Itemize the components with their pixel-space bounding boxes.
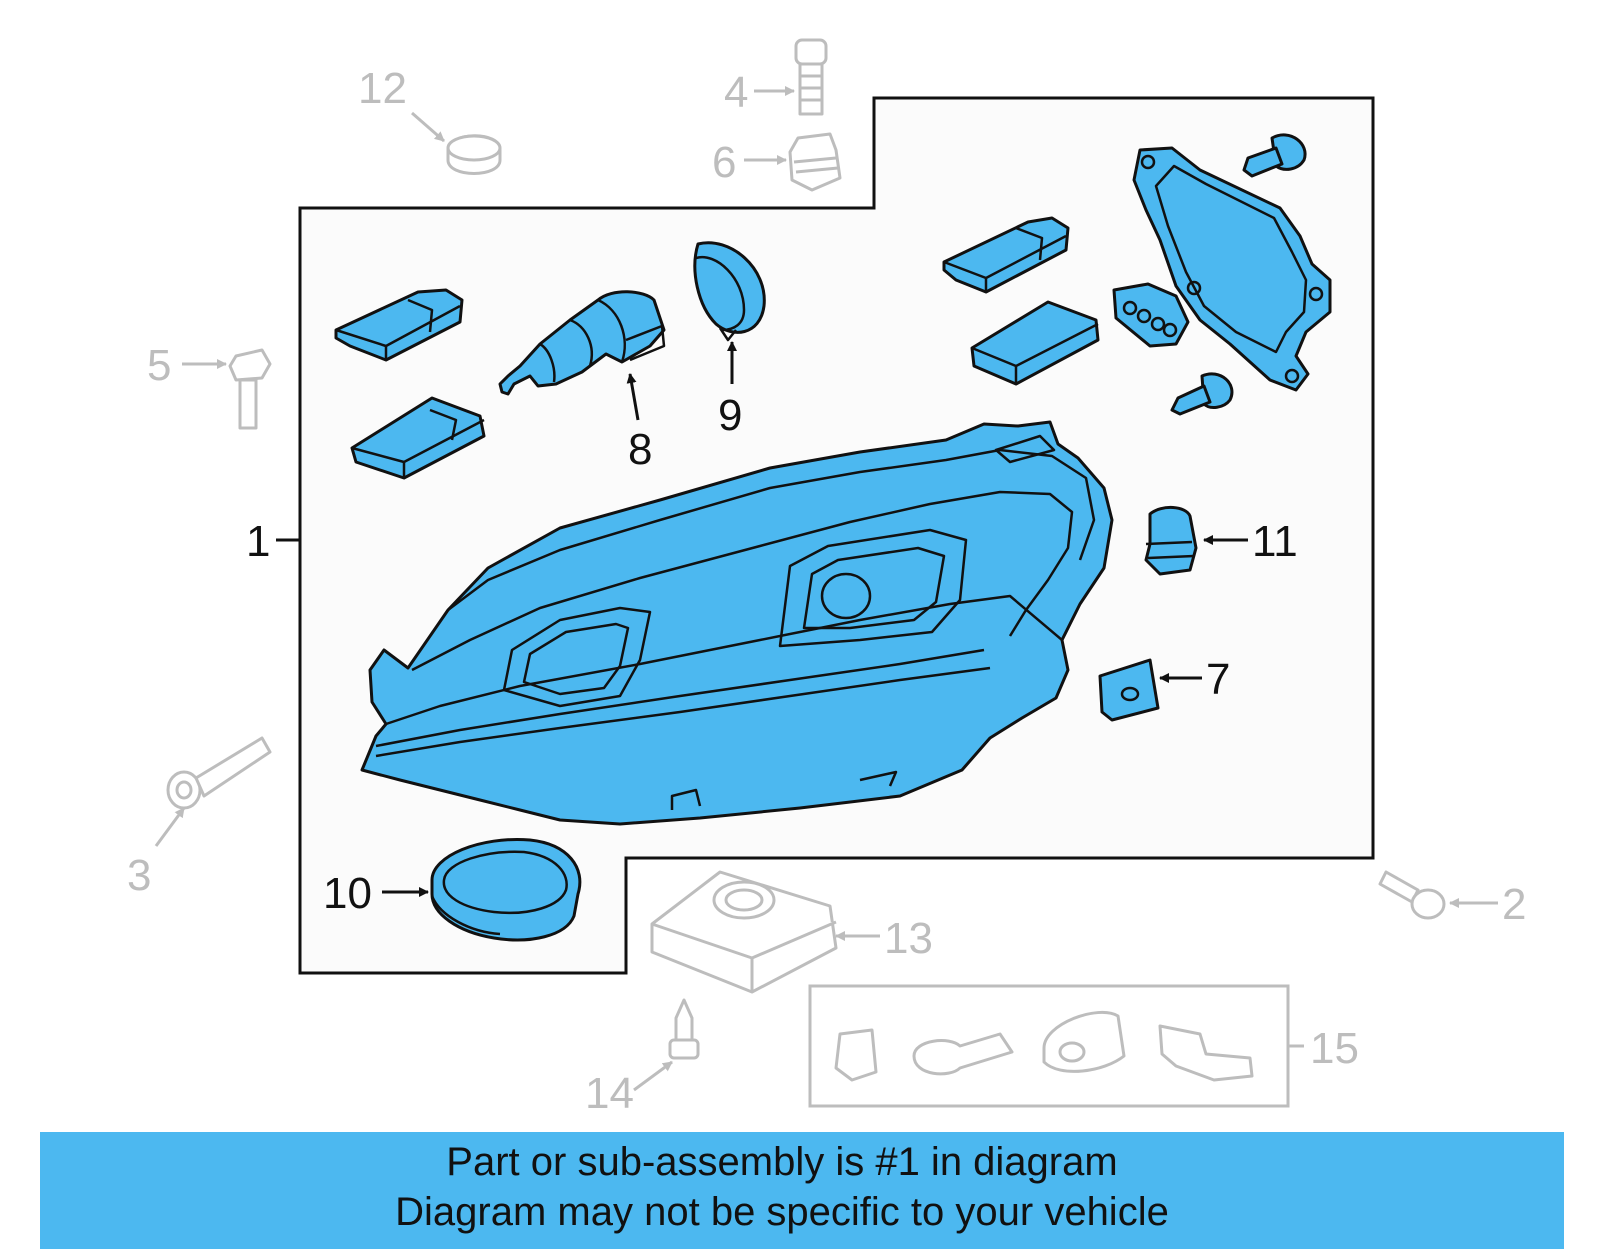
connector-module-icon [668, 998, 700, 1060]
retainer-clip-icon [970, 300, 1100, 386]
info-banner: Part or sub-assembly is #1 in diagram Di… [40, 1132, 1564, 1249]
callout-12: 12 [358, 64, 407, 113]
dust-cap-ring-icon [430, 837, 582, 942]
bulb-socket-icon [498, 290, 666, 396]
callout-13: 13 [884, 914, 933, 963]
screw-icon [1170, 372, 1234, 416]
callout-6: 6 [712, 138, 736, 187]
plug-icon [446, 134, 502, 175]
connector-module-icon [1112, 282, 1190, 348]
banner-line-1: Part or sub-assembly is #1 in diagram [446, 1140, 1118, 1184]
leader-14 [633, 1060, 673, 1092]
callout-10: 10 [323, 869, 372, 918]
callout-15: 15 [1310, 1024, 1359, 1073]
retainer-clip-icon [334, 288, 464, 362]
rear-cover-icon [1132, 146, 1332, 392]
callout-7: 7 [1206, 655, 1230, 704]
banner-line-2: Diagram may not be specific to your vehi… [395, 1190, 1169, 1234]
callout-8: 8 [628, 425, 652, 474]
bolt-icon [1378, 870, 1446, 920]
screw-icon [1242, 133, 1307, 178]
callout-3: 3 [127, 851, 151, 900]
leader-3 [154, 807, 186, 847]
adjuster-clip-icon [1098, 658, 1160, 722]
retainer-clip-icon [350, 396, 486, 480]
screw-icon [794, 38, 828, 116]
callout-4: 4 [724, 68, 748, 117]
lamp-cap-icon [693, 241, 766, 342]
clip-nut-icon [1144, 506, 1198, 576]
headlamp-assembly-icon [360, 420, 1114, 826]
leader-12 [411, 111, 445, 143]
leader-8 [626, 373, 640, 421]
ballast-module-icon [650, 870, 838, 994]
callout-1: 1 [246, 517, 270, 566]
callout-9: 9 [718, 391, 742, 440]
callout-11: 11 [1252, 517, 1298, 566]
adjuster-clip-icon [788, 132, 842, 192]
callout-14: 14 [585, 1069, 634, 1118]
clip-nut-icon [228, 348, 272, 430]
retainer-clip-icon [942, 216, 1070, 294]
callout-5: 5 [147, 341, 171, 390]
washer-bolt-icon [166, 736, 272, 810]
callout-2: 2 [1502, 880, 1526, 929]
mounting-hardware-kit-icon [808, 984, 1290, 1108]
